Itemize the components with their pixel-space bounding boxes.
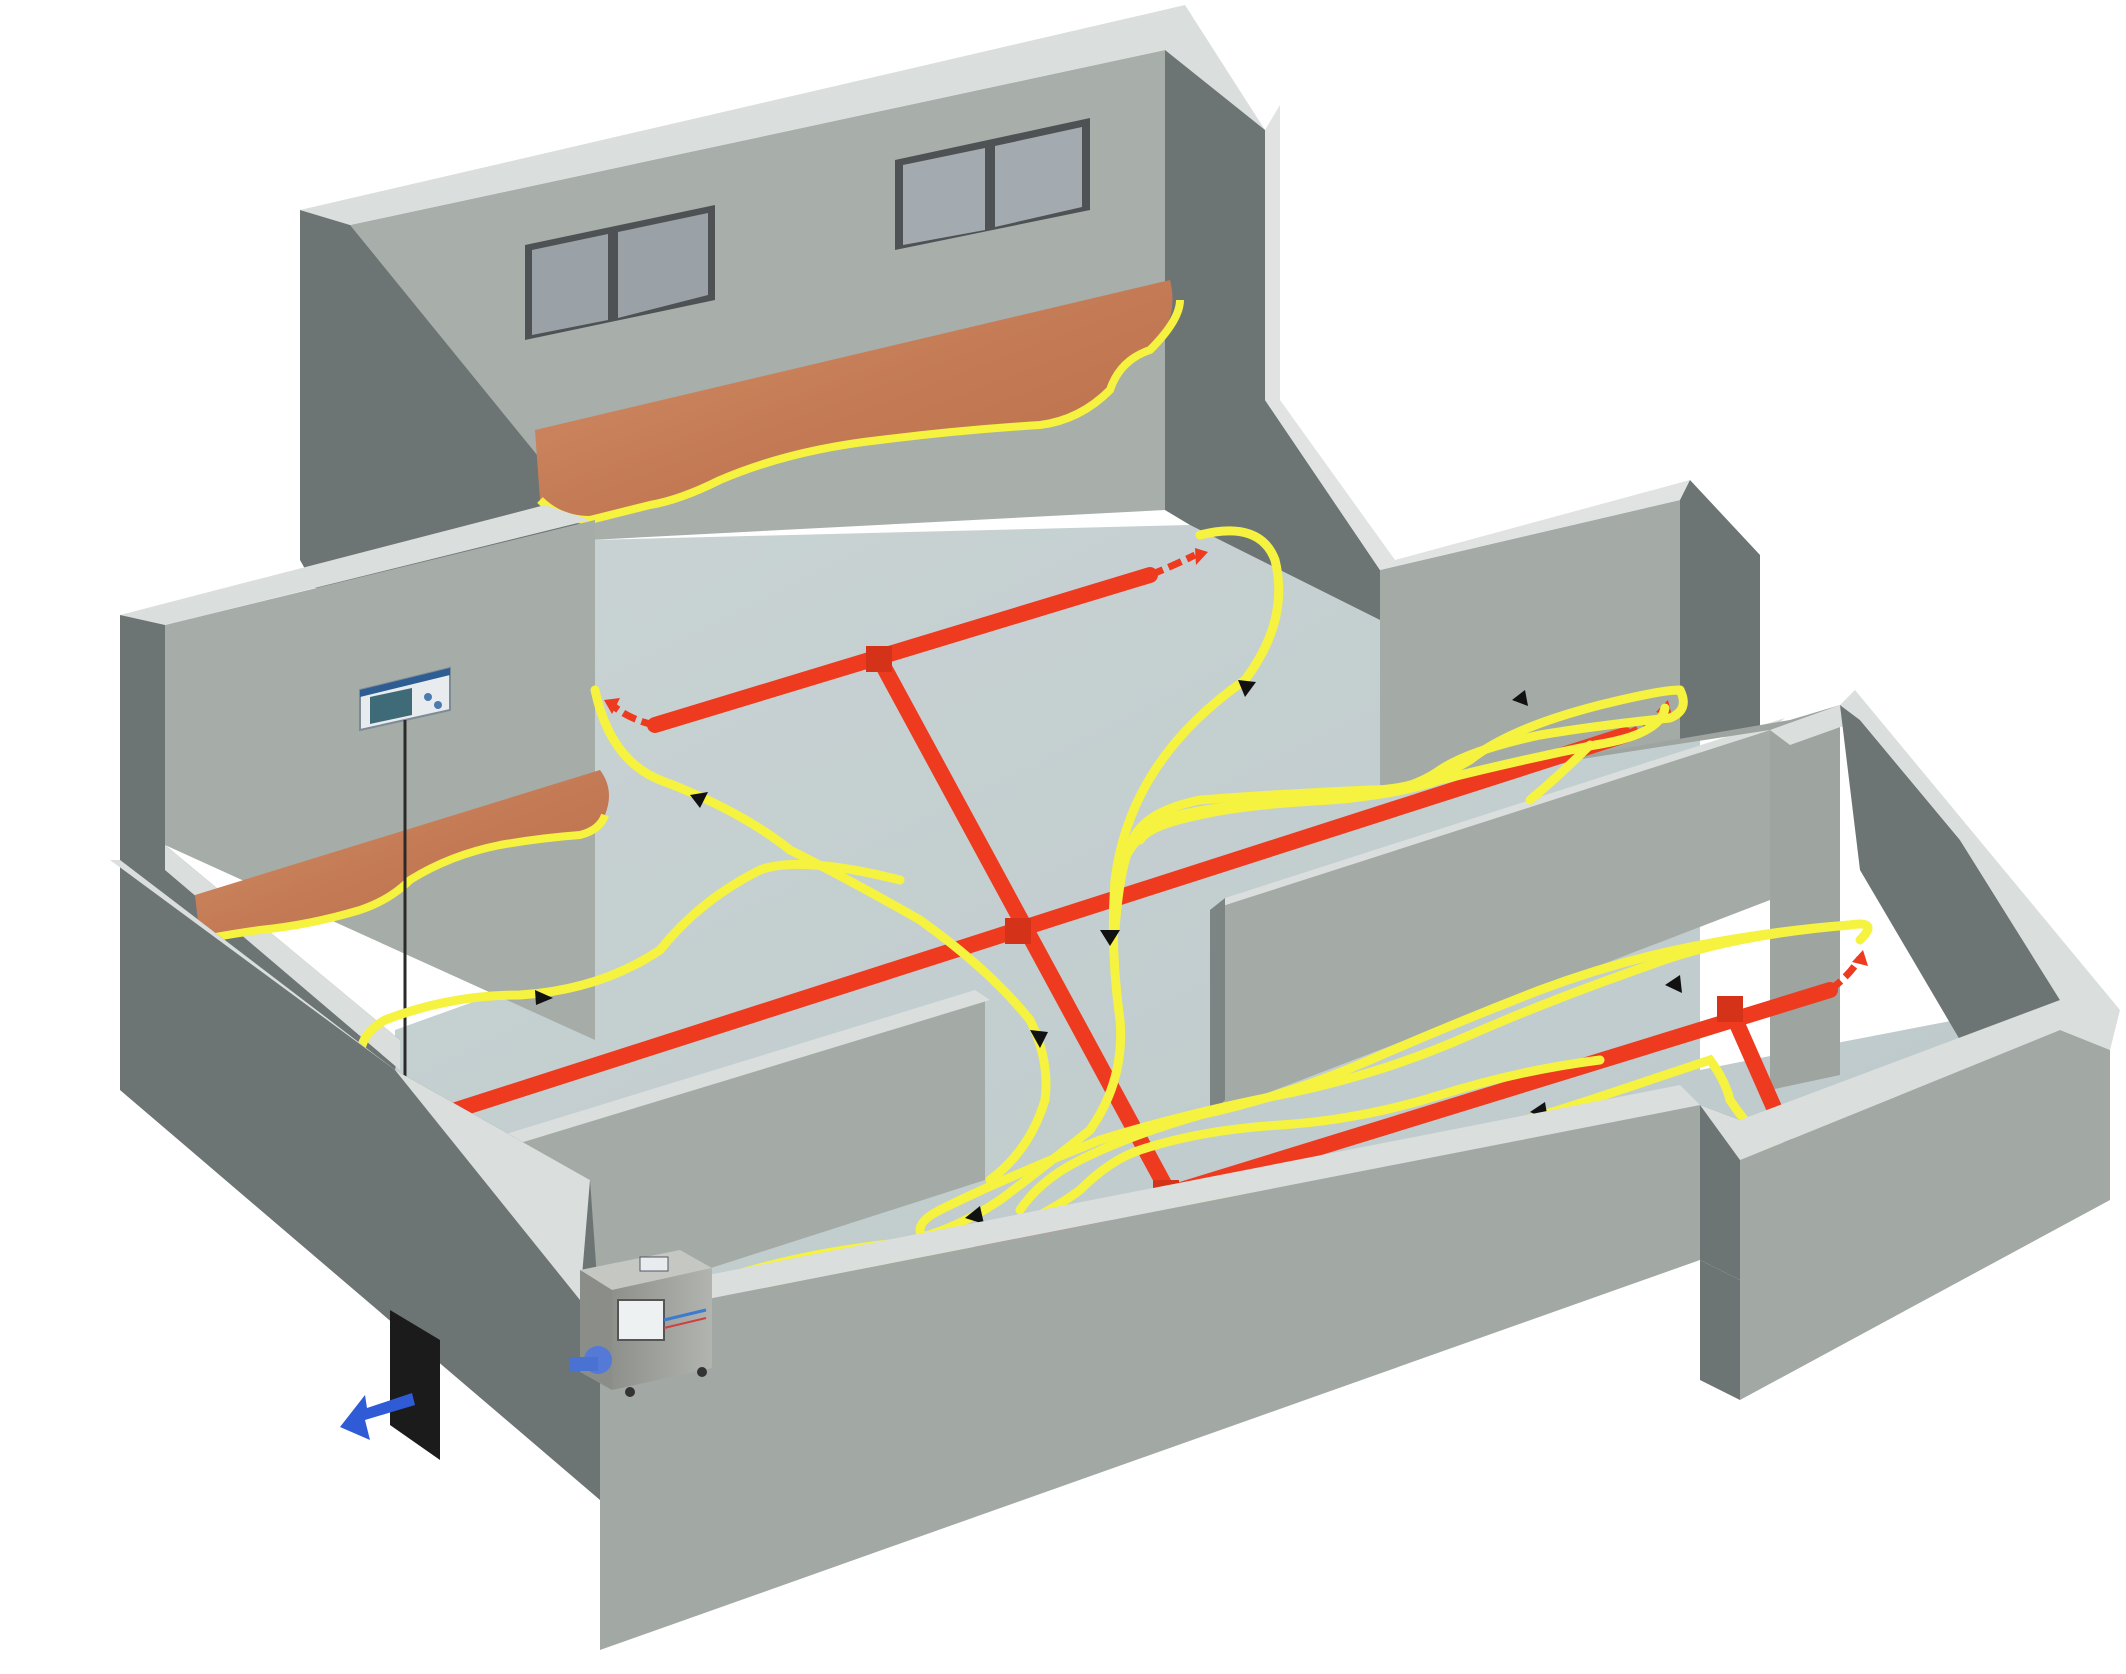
exhaust-vent: [390, 1310, 440, 1460]
right-room-back-wall-side: [1680, 480, 1760, 740]
right-rear-wall-side: [1165, 50, 1380, 620]
rear-wall-top: [300, 5, 1265, 400]
front-walls: [110, 860, 2110, 1650]
right-room-back-wall-top: [1380, 480, 1690, 570]
upper-wood-subfloor: [535, 280, 1184, 525]
window-right: [895, 118, 1090, 250]
wall-controller-icon: [359, 666, 451, 1127]
right-rear-wall-edge: [1265, 105, 1395, 570]
dehumidifier-unit-icon: [570, 1250, 712, 1397]
window-left: [525, 205, 715, 340]
lower-wood-subfloor: [195, 770, 609, 944]
flow-direction-arrows: [535, 680, 1682, 1224]
exhaust-arrow-icon: [340, 1393, 415, 1440]
right-room-back-wall: [1380, 500, 1680, 790]
